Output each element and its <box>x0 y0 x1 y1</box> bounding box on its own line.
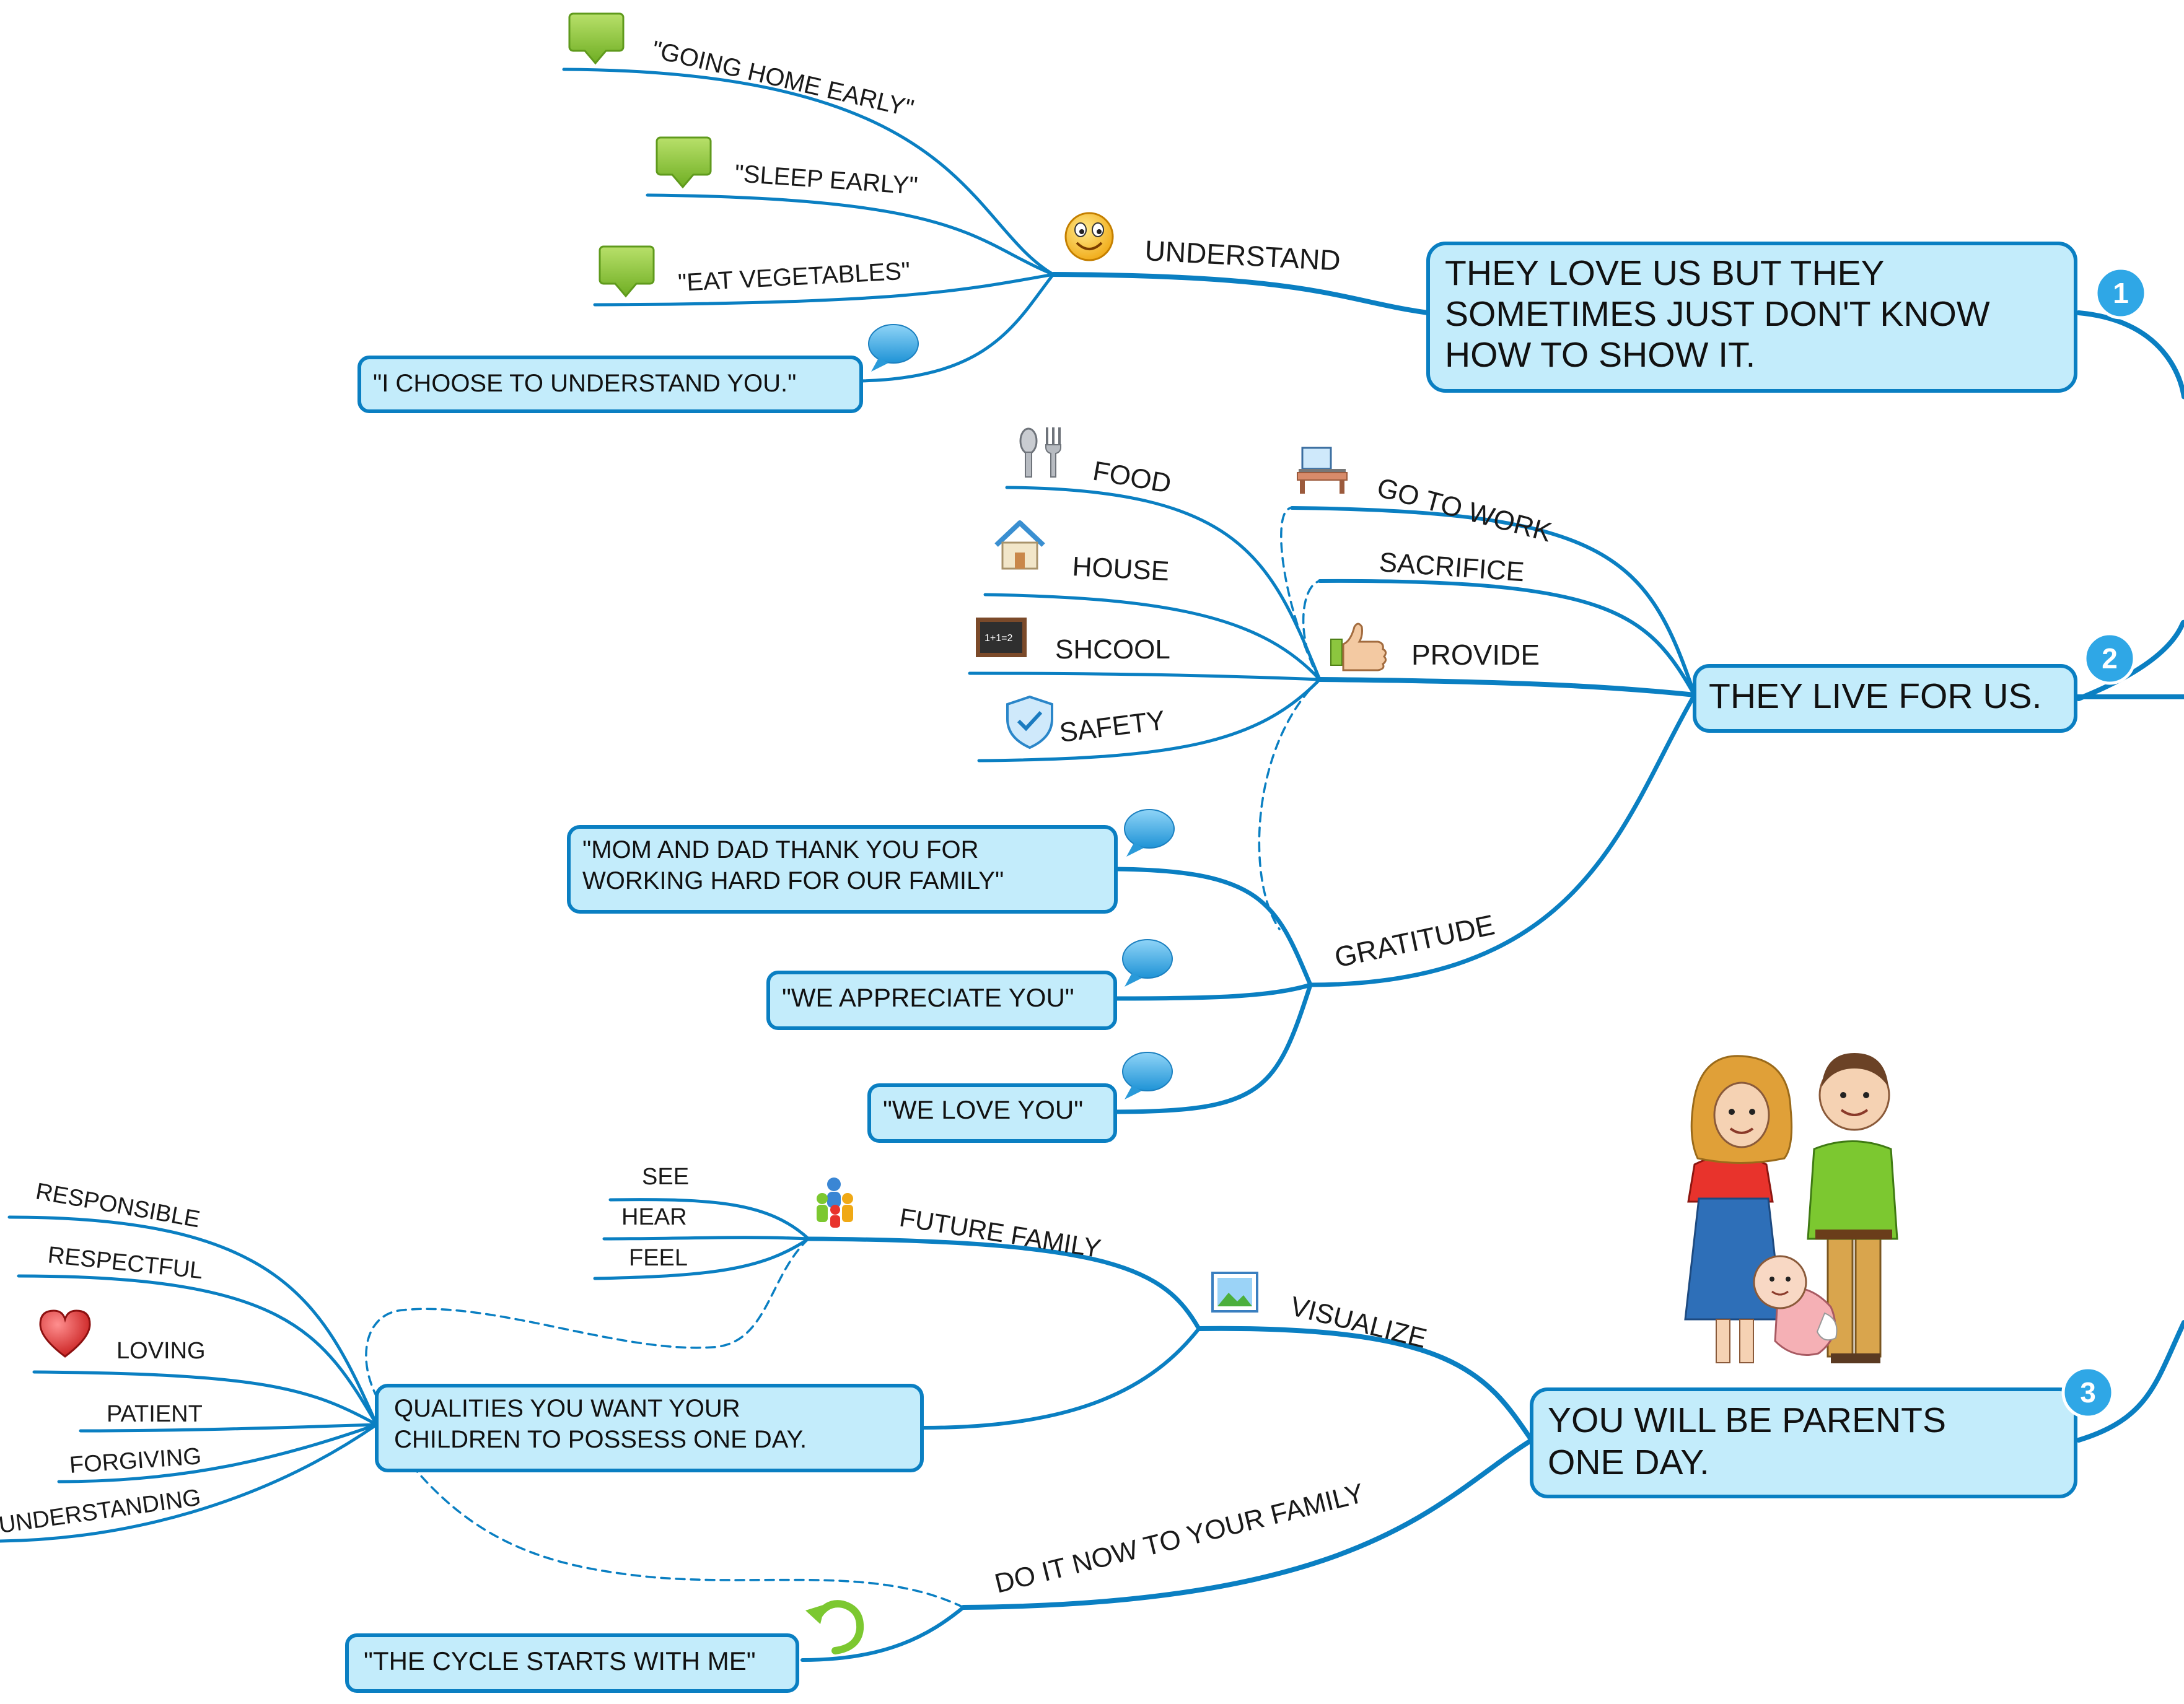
central-topic-1[interactable]: THEY LOVE US BUT THEY SOMETIMES JUST DON… <box>1426 242 2147 393</box>
cycle-starts-text: "THE CYCLE STARTS WITH ME" <box>364 1646 756 1676</box>
appreciate-box[interactable]: "WE APPRECIATE YOU" <box>766 971 1117 1030</box>
svg-text:2: 2 <box>2102 642 2118 675</box>
choose-to-understand-text: "I CHOOSE TO UNDERSTAND YOU." <box>373 370 796 397</box>
blackboard-icon: 1+1=2 <box>976 618 1027 657</box>
hear-label[interactable]: HEAR <box>621 1204 687 1230</box>
thank-you-text-line-2: WORKING HARD FOR OUR FAMILY" <box>582 867 1004 894</box>
svg-text:3: 3 <box>2080 1376 2096 1409</box>
central-topic-2-line-1: THEY LIVE FOR US. <box>1709 676 2041 716</box>
do-it-now-label[interactable]: DO IT NOW TO YOUR FAMILY <box>992 1478 1367 1599</box>
responsible-label[interactable]: RESPONSIBLE <box>33 1179 201 1233</box>
speech-bubble-icon-love-you <box>1122 1052 1173 1099</box>
shield-icon <box>1006 695 1053 749</box>
central-topic-2[interactable]: THEY LIVE FOR US. 2 <box>1693 632 2136 733</box>
badge-2: 2 <box>2083 632 2136 685</box>
love-you-box[interactable]: "WE LOVE YOU" <box>867 1083 1117 1143</box>
speech-bubble-icon-thank-you <box>1124 809 1175 857</box>
gratitude-label[interactable]: GRATITUDE <box>1331 908 1497 973</box>
svg-text:1+1=2: 1+1=2 <box>985 633 1012 644</box>
central-topic-1-line-2: SOMETIMES JUST DON'T KNOW <box>1445 294 1990 334</box>
understanding-label[interactable]: UNDERSTANDING <box>0 1485 203 1539</box>
thumbs-up-icon <box>1330 623 1387 671</box>
visualize-label[interactable]: VISUALIZE <box>1287 1291 1430 1354</box>
house-label[interactable]: HOUSE <box>1071 551 1170 587</box>
speech-bubble-icon-understand <box>868 324 919 372</box>
central-topic-1-line-1: THEY LOVE US BUT THEY <box>1445 253 1885 293</box>
green-flag-icon-eat-vegetables <box>599 245 655 298</box>
cycle-starts-box[interactable]: "THE CYCLE STARTS WITH ME" <box>345 1633 799 1693</box>
fork-spoon-icon <box>1019 427 1061 478</box>
understand-label[interactable]: UNDERSTAND <box>1144 234 1341 276</box>
picture-icon <box>1211 1272 1258 1313</box>
central-topic-3-line-1: YOU WILL BE PARENTS <box>1548 1400 1946 1440</box>
green-flag-icon-sleep-early <box>656 136 712 189</box>
central-topic-3-line-2: ONE DAY. <box>1548 1443 1709 1482</box>
provide-label[interactable]: PROVIDE <box>1411 639 1540 671</box>
undo-arrow-icon <box>805 1600 864 1654</box>
patient-label[interactable]: PATIENT <box>107 1401 203 1427</box>
qualities-text-line-2: CHILDREN TO POSSESS ONE DAY. <box>394 1426 807 1453</box>
central-topic-1-line-3: HOW TO SHOW IT. <box>1445 335 1755 375</box>
loving-label[interactable]: LOVING <box>116 1338 206 1364</box>
speech-bubble-icon-appreciate <box>1122 939 1173 987</box>
feel-label[interactable]: FEEL <box>629 1245 688 1271</box>
school-label[interactable]: SHCOOL <box>1055 634 1170 665</box>
appreciate-text: "WE APPRECIATE YOU" <box>782 983 1074 1012</box>
green-flag-icon-going-home <box>568 12 625 65</box>
badge-1: 1 <box>2094 266 2147 320</box>
central-topic-3[interactable]: YOU WILL BE PARENTS ONE DAY. 3 <box>1530 1366 2115 1498</box>
going-home-early-label[interactable]: "GOING HOME EARLY" <box>649 36 916 123</box>
choose-to-understand-box[interactable]: "I CHOOSE TO UNDERSTAND YOU." <box>357 356 863 413</box>
svg-text:1: 1 <box>2113 277 2129 309</box>
heart-icon <box>39 1309 91 1358</box>
smiley-icon <box>1064 212 1114 261</box>
thank-you-box[interactable]: "MOM AND DAD THANK YOU FOR WORKING HARD … <box>567 825 1118 914</box>
safety-label[interactable]: SAFETY <box>1058 705 1167 748</box>
family-group-icon <box>817 1178 853 1228</box>
house-icon <box>994 520 1045 570</box>
eat-vegetables-label[interactable]: "EAT VEGETABLES" <box>677 257 911 297</box>
qualities-text-line-1: QUALITIES YOU WANT YOUR <box>394 1395 740 1422</box>
family-illustration <box>1684 1053 1898 1363</box>
future-family-label[interactable]: FUTURE FAMILY <box>898 1202 1103 1263</box>
desk-computer-icon <box>1297 447 1348 494</box>
see-label[interactable]: SEE <box>642 1164 689 1190</box>
qualities-box[interactable]: QUALITIES YOU WANT YOUR CHILDREN TO POSS… <box>375 1384 924 1472</box>
love-you-text: "WE LOVE YOU" <box>883 1095 1083 1124</box>
thank-you-text-line-1: "MOM AND DAD THANK YOU FOR <box>582 836 978 863</box>
sleep-early-label[interactable]: "SLEEP EARLY" <box>734 160 918 200</box>
connector-lines <box>0 68 2184 1662</box>
badge-3: 3 <box>2061 1366 2115 1419</box>
